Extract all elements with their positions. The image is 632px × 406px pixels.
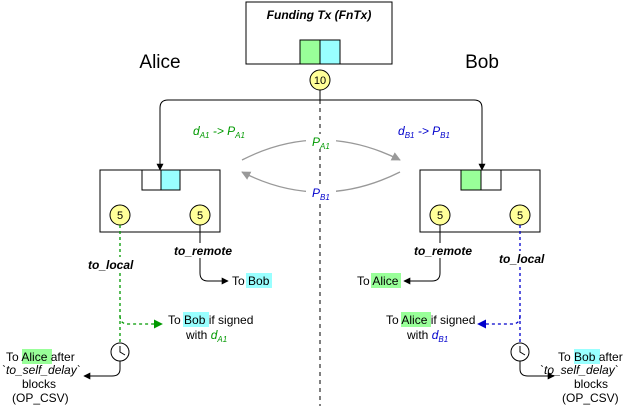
alice-after-line3: blocks bbox=[22, 377, 56, 391]
alice-to-remote-label: to_remote bbox=[174, 244, 232, 258]
bob-if-signed-line2: with dA1 bbox=[185, 328, 227, 344]
bob-commitment-tx: 5 5 bbox=[419, 169, 541, 233]
bob-if-signed-line1: To Bob if signed bbox=[168, 313, 253, 327]
p-b1-label: PB1 bbox=[312, 186, 330, 202]
bob-revocation-arrow bbox=[477, 315, 521, 329]
bob-after-highlight bbox=[574, 349, 600, 364]
alice-after-highlight bbox=[22, 349, 52, 364]
d-a1-label: dA1 -> PA1 bbox=[193, 124, 245, 140]
to-bob-label: To Bob bbox=[232, 274, 270, 288]
alice-after-line2: `to_self_delay` bbox=[2, 363, 81, 377]
p-a1-label: PA1 bbox=[312, 135, 330, 151]
funding-bob-output bbox=[319, 39, 341, 65]
alice-revocation-arrow bbox=[119, 315, 163, 329]
alice-label: Alice bbox=[139, 52, 180, 73]
alice-commitment-tx: 5 5 bbox=[99, 169, 221, 233]
alice-to-local-value: 5 bbox=[117, 210, 123, 222]
alice-to-local-label: to_local bbox=[88, 258, 134, 272]
alice-if-signed-highlight bbox=[401, 312, 431, 327]
bob-delay-arrow bbox=[519, 361, 555, 380]
to-alice-label: To Alice bbox=[357, 274, 399, 288]
bob-after-line1: To Bob after bbox=[558, 350, 623, 364]
bob-after-line4: (OP_CSV) bbox=[562, 391, 619, 405]
alice-to-remote-arrow bbox=[199, 225, 229, 285]
funding-coin-value: 10 bbox=[314, 75, 326, 87]
funding-to-alice-arrow bbox=[156, 90, 321, 171]
bob-after-line2: `to_self_delay` bbox=[540, 363, 619, 377]
bob-to-remote-label: to_remote bbox=[414, 244, 472, 258]
alice-commitment-input-right bbox=[160, 169, 181, 191]
alice-to-remote-value: 5 bbox=[197, 210, 203, 222]
alice-if-signed-line1: To Alice if signed bbox=[386, 313, 475, 327]
alice-if-signed-line2: with dB1 bbox=[406, 328, 448, 344]
bob-delay-clock-icon bbox=[510, 342, 530, 362]
funding-to-bob-arrow bbox=[320, 99, 486, 171]
bob-to-remote-value: 5 bbox=[437, 210, 443, 222]
funding-alice-output bbox=[299, 39, 321, 65]
bob-commitment-input-right bbox=[480, 169, 502, 191]
alice-delay-arrow bbox=[83, 361, 121, 380]
alice-delay-clock-icon bbox=[110, 342, 130, 362]
d-b1-label: dB1 -> PB1 bbox=[398, 124, 450, 140]
alice-after-line1: To Alice after bbox=[6, 350, 75, 364]
alice-commitment-input-left bbox=[141, 169, 162, 191]
bob-to-local-value: 5 bbox=[517, 210, 523, 222]
bob-if-signed-highlight bbox=[183, 312, 209, 327]
bob-label: Bob bbox=[465, 52, 499, 73]
alice-after-line4: (OP_CSV) bbox=[12, 391, 69, 405]
funding-tx: Funding Tx (FnTx) 10 bbox=[245, 1, 393, 91]
funding-tx-title: Funding Tx (FnTx) bbox=[267, 8, 372, 22]
bob-after-line3: blocks bbox=[574, 377, 608, 391]
bob-to-local-label: to_local bbox=[499, 252, 545, 266]
to-bob-highlight bbox=[246, 273, 272, 288]
to-alice-highlight bbox=[371, 273, 401, 288]
bob-commitment-input-left bbox=[460, 169, 482, 191]
bob-to-remote-arrow bbox=[403, 225, 441, 285]
